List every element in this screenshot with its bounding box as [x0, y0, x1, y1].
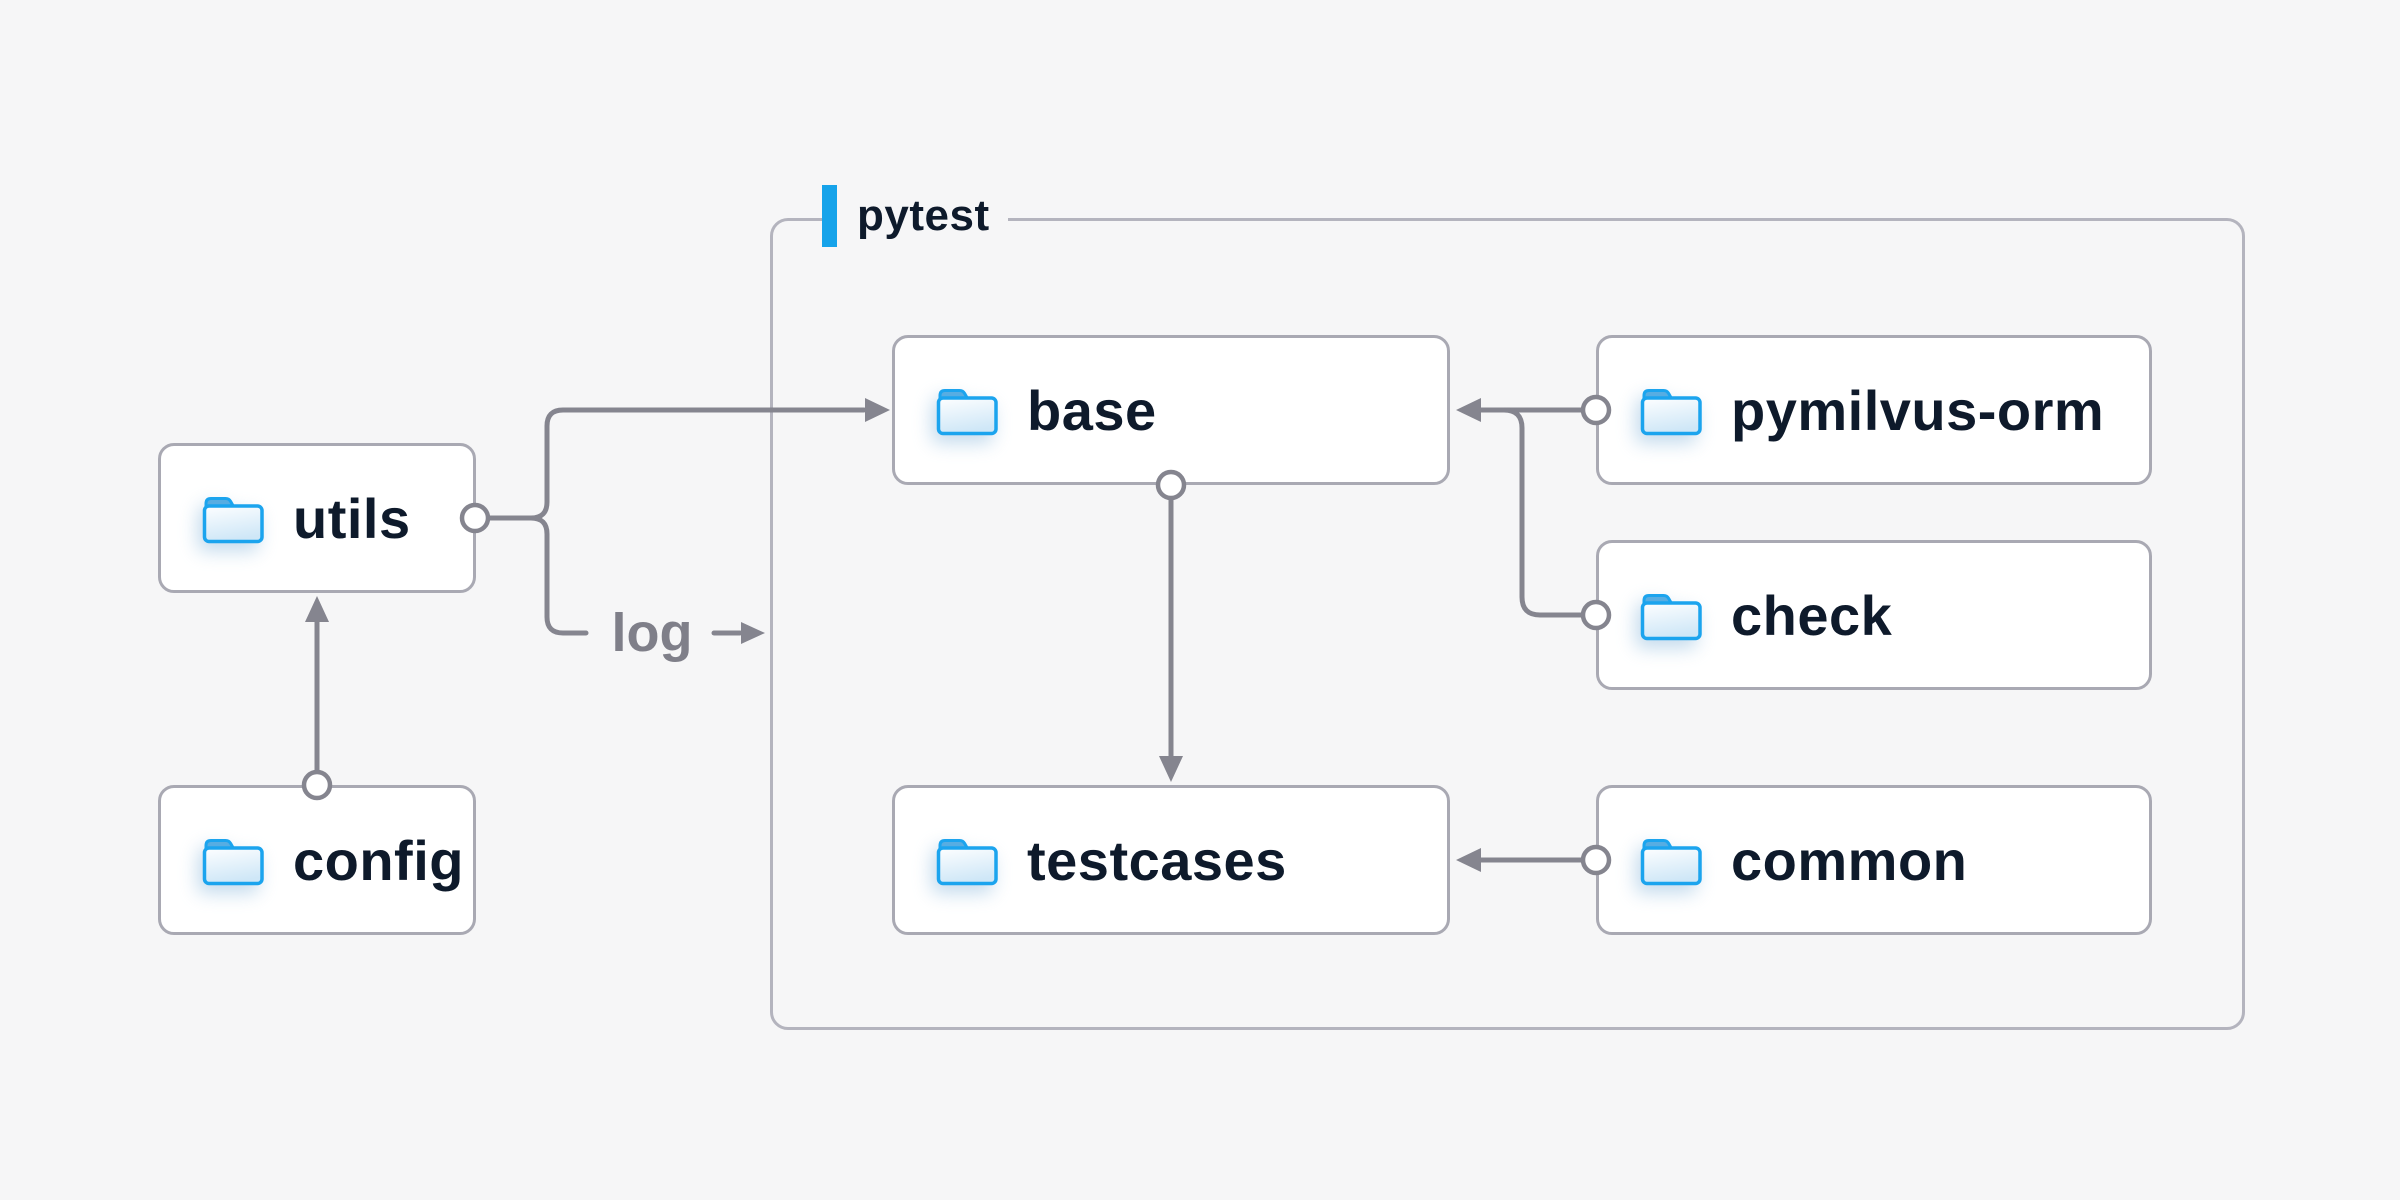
node-common: common: [1596, 785, 2152, 935]
pytest-container: [770, 218, 2245, 1030]
folder-icon: [1640, 389, 1702, 436]
folder-icon: [936, 839, 998, 886]
node-label: utils: [293, 486, 411, 550]
node-label: check: [1731, 583, 1893, 647]
node-label: base: [1027, 378, 1157, 442]
node-label: common: [1731, 828, 1968, 892]
pytest-title: pytest: [857, 191, 990, 240]
node-label: config: [293, 828, 464, 892]
node-utils: utils: [158, 443, 476, 593]
folder-icon: [202, 497, 264, 544]
folder-icon: [202, 839, 264, 886]
arrowhead-up: [305, 596, 329, 622]
node-config: config: [158, 785, 476, 935]
node-label: pymilvus-orm: [1731, 378, 2105, 442]
node-testcases: testcases: [892, 785, 1450, 935]
node-label: testcases: [1027, 828, 1287, 892]
node-check: check: [1596, 540, 2152, 690]
edge-config-utils: [305, 596, 329, 774]
folder-icon: [1640, 594, 1702, 641]
edge-label-log: log: [611, 603, 693, 663]
pytest-accent-bar: [822, 185, 837, 247]
folder-icon: [936, 389, 998, 436]
pytest-container-label: pytest: [822, 184, 1008, 248]
node-pymilvus-orm: pymilvus-orm: [1596, 335, 2152, 485]
arrowhead-right: [741, 622, 765, 644]
folder-icon: [1640, 839, 1702, 886]
node-base: base: [892, 335, 1450, 485]
